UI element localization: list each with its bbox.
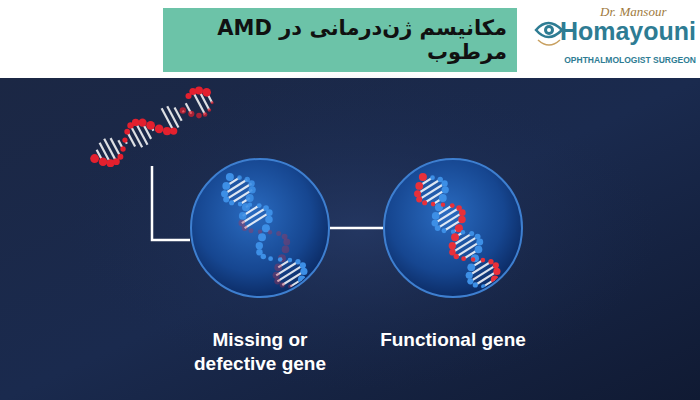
dna-fragment <box>90 87 213 168</box>
panel-glow <box>60 70 660 390</box>
gene-circle: Functional gene <box>373 158 533 352</box>
gene-label: Functional gene <box>373 328 533 352</box>
gene-circle: Missing or defective gene <box>180 158 340 376</box>
logo-text: OPHTHALMOLOGIST SURGEON <box>564 55 696 65</box>
connector-line <box>330 227 383 230</box>
circle-outline <box>180 158 340 298</box>
logo-text: Homayouni <box>560 17 696 46</box>
gene-label: Missing or defective gene <box>180 328 340 376</box>
logo-eye <box>536 23 562 45</box>
bracket-line <box>152 166 190 240</box>
title-banner: مکانیسم ژن‌درمانی در AMD مرطوب <box>163 8 517 72</box>
page-ground <box>0 0 700 78</box>
circle-outline <box>373 158 533 298</box>
